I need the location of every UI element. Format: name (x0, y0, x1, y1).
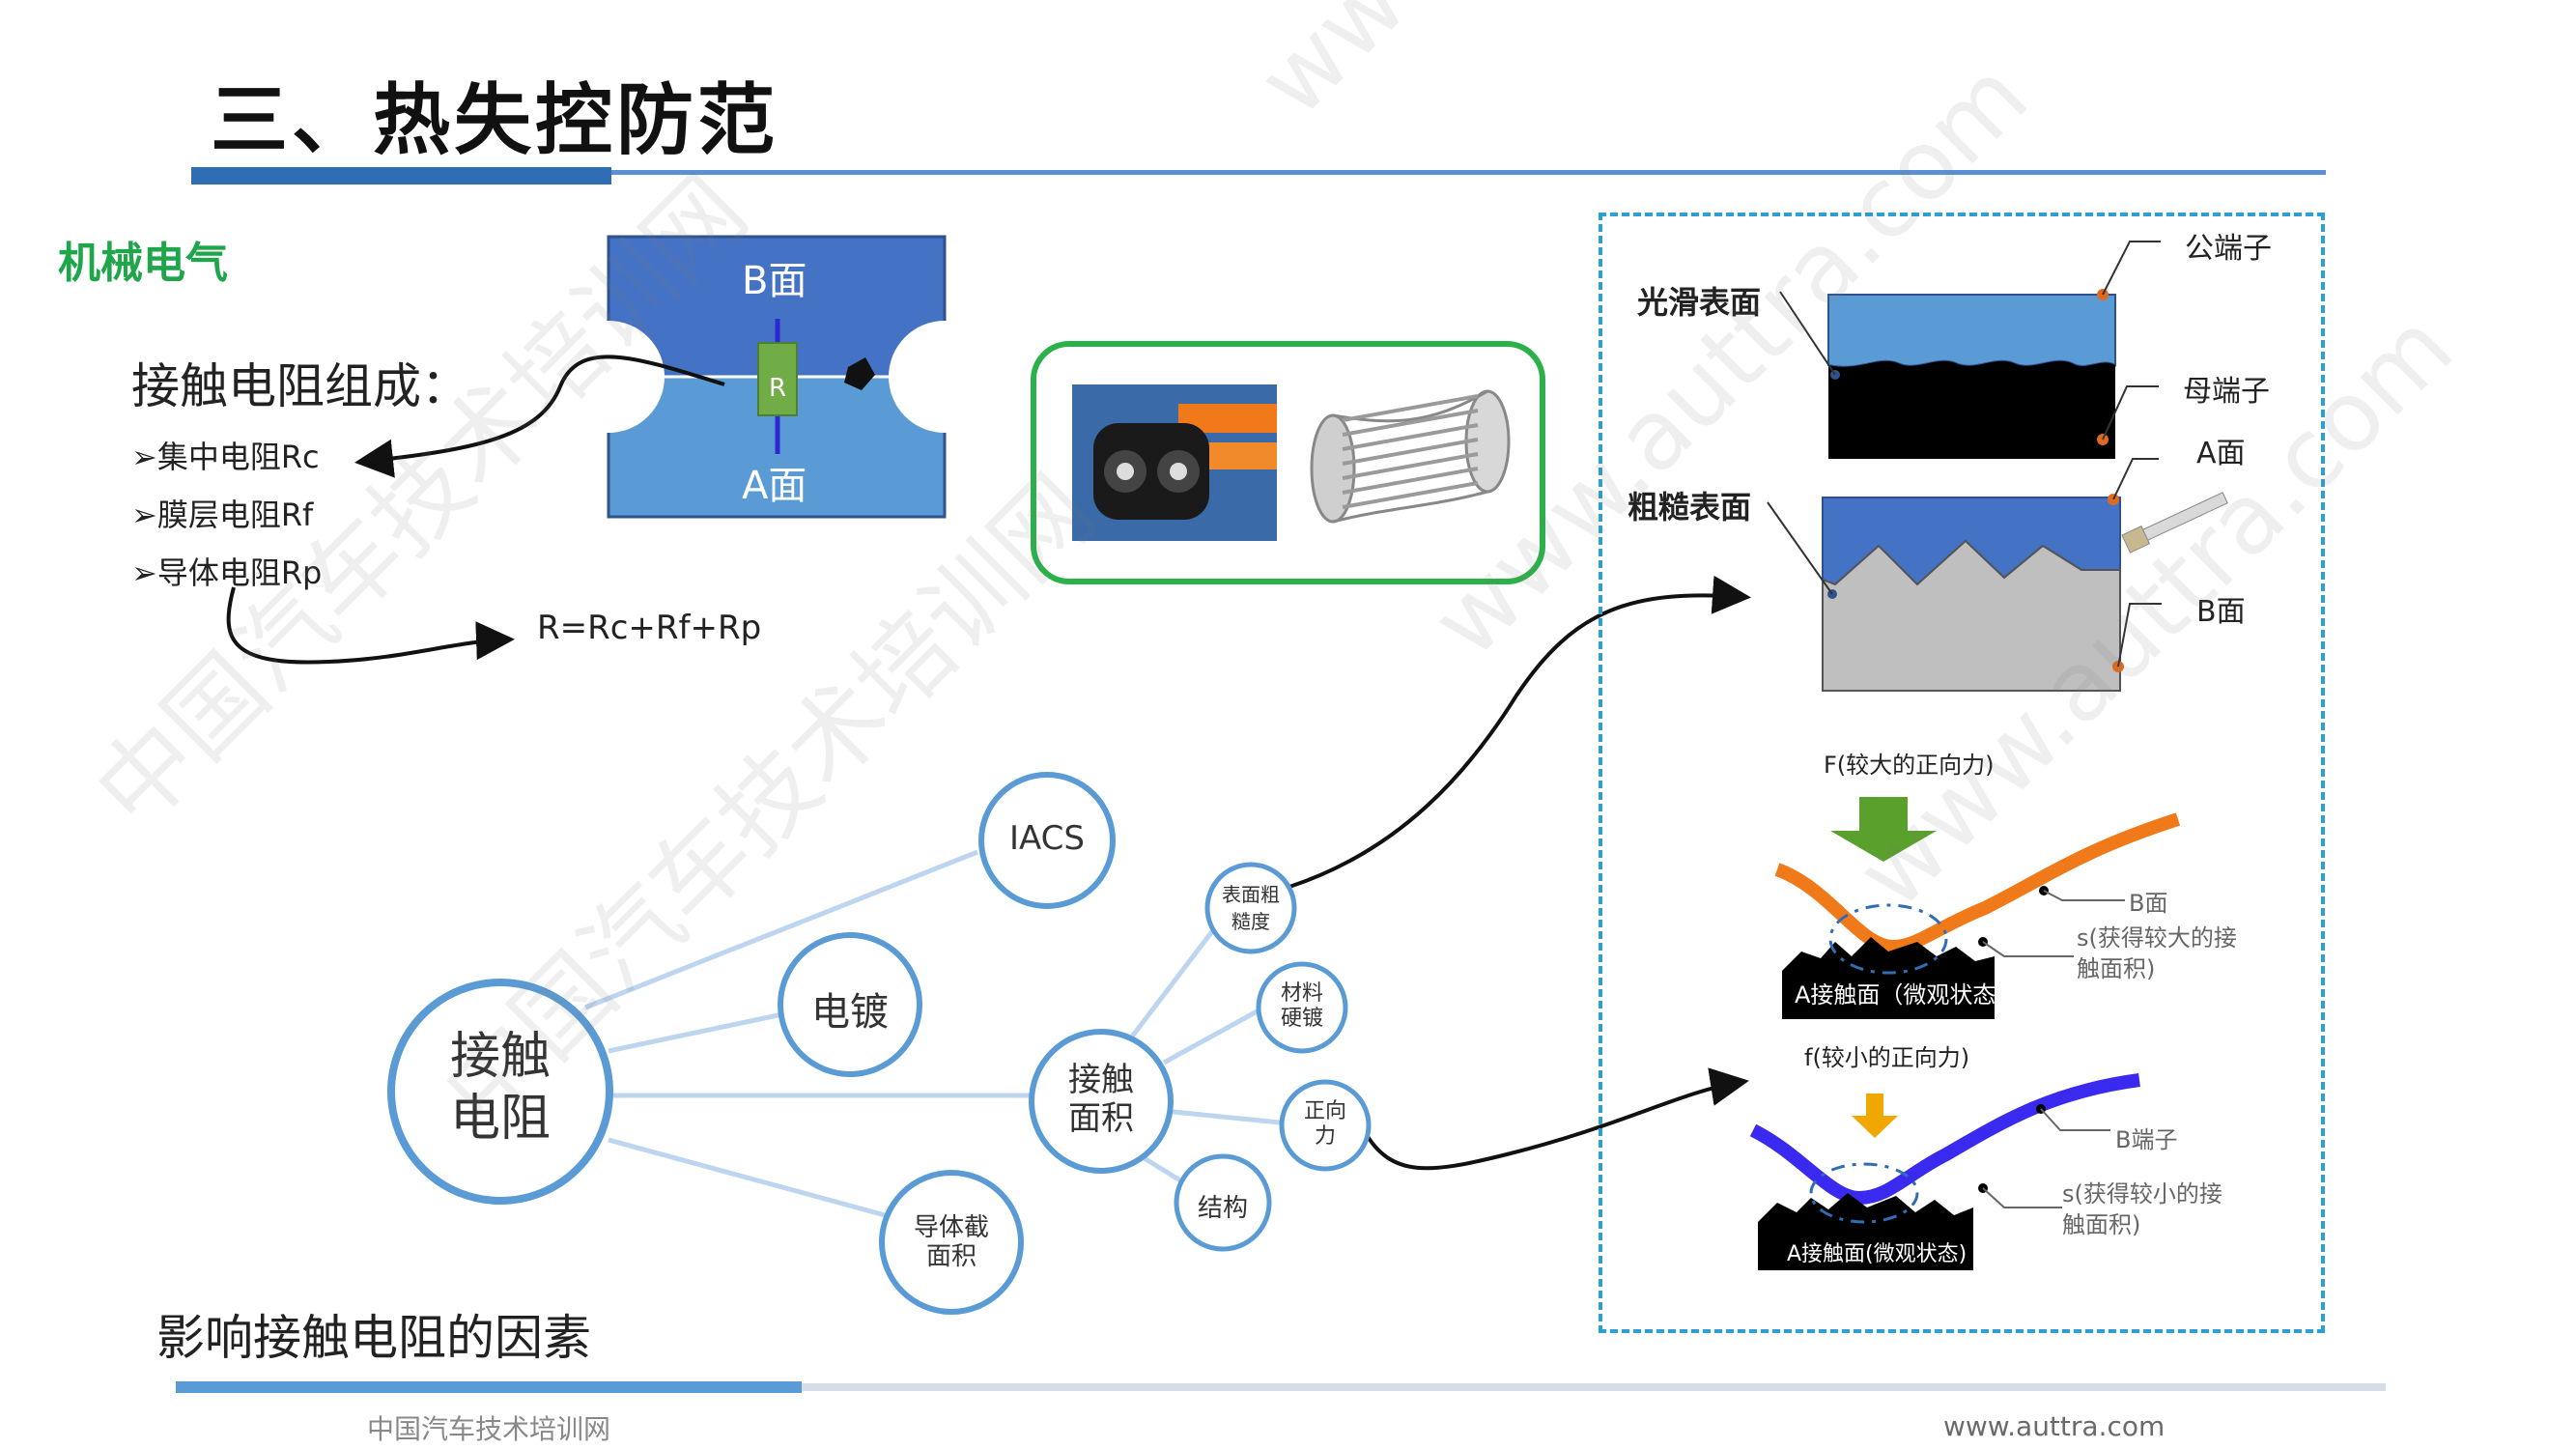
footer-left-text: 中国汽车技术培训网 (367, 1408, 610, 1447)
footer-right-text: www.auttra.com (1943, 1410, 2165, 1442)
mindmap-node-force: 正向 力 (1282, 1099, 1369, 1150)
footer-accent (176, 1381, 802, 1393)
mindmap-node-plating: 电镀 (780, 980, 920, 1037)
factor-title: 影响接触电阻的因素 (156, 1299, 591, 1369)
mindmap-node-roughness: 表面粗 糙度 (1207, 881, 1294, 935)
mindmap-node-cross-section: 导体截 面积 (882, 1213, 1021, 1271)
mindmap-node-structure: 结构 (1176, 1188, 1269, 1224)
mindmap-node-iacs: IACS (981, 819, 1113, 858)
mindmap-node-hardness: 材料 硬镀 (1259, 981, 1345, 1032)
mindmap-node-area: 接触 面积 (1032, 1061, 1171, 1138)
